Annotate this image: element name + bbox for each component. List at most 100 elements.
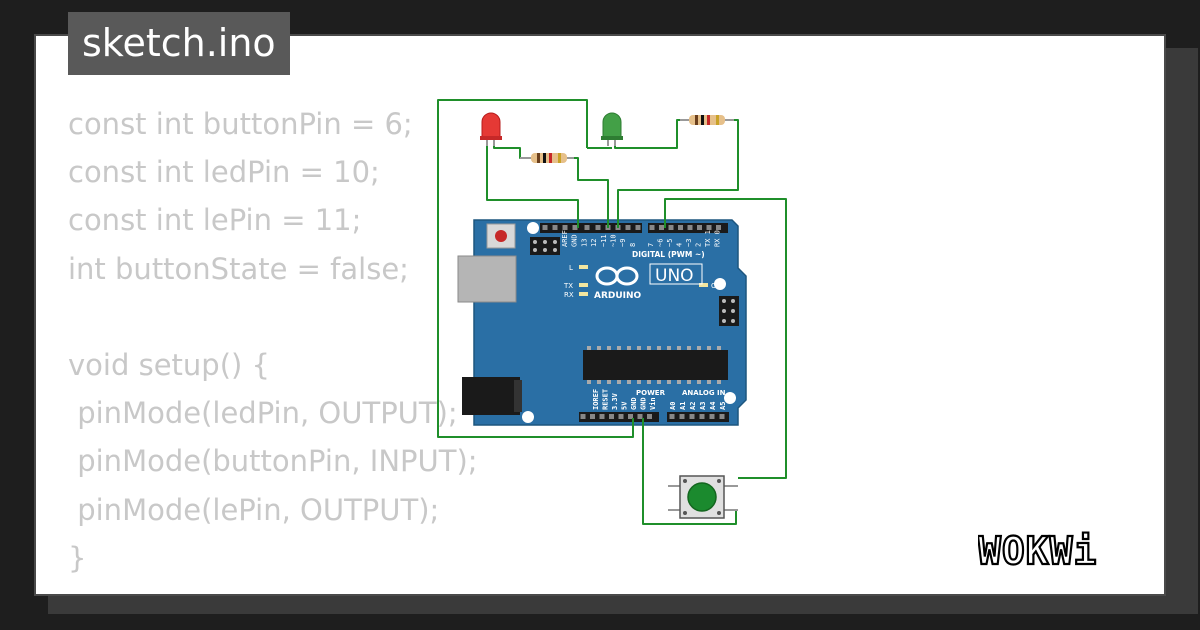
resistor-1[interactable]	[520, 153, 574, 163]
header-pin[interactable]	[678, 225, 683, 230]
svg-text:RX: RX	[564, 291, 574, 299]
header-pin[interactable]	[668, 225, 674, 230]
header-pin[interactable]	[679, 414, 685, 419]
pin-label: ~3	[685, 239, 693, 247]
bottom-pins[interactable]	[580, 414, 725, 419]
pin-label: GND	[630, 397, 638, 410]
header-pin[interactable]	[689, 414, 695, 419]
power-jack-tip	[514, 380, 522, 412]
svg-text:L: L	[569, 264, 573, 272]
header-pin[interactable]	[659, 225, 664, 230]
header-pin[interactable]	[618, 414, 624, 419]
digital-pins[interactable]	[542, 225, 722, 230]
reset-button-cap	[495, 230, 507, 242]
pin-label: Vin	[649, 397, 657, 410]
resistor-2[interactable]	[680, 115, 734, 125]
header-pin[interactable]	[687, 225, 693, 230]
mount-hole	[724, 392, 736, 404]
header-pin[interactable]	[552, 225, 558, 230]
pin-label: A4	[709, 402, 717, 410]
wire	[614, 119, 684, 149]
pin-label: 7	[647, 243, 655, 247]
header-pin[interactable]	[635, 225, 641, 230]
pin-label: ~6	[657, 239, 665, 247]
header-pin[interactable]	[590, 414, 595, 419]
pin-label: 8	[629, 243, 637, 247]
pin-label: GND	[640, 397, 648, 410]
arduino-logo-icon	[595, 266, 639, 286]
pin-label: 4	[676, 243, 684, 247]
pin-label: A1	[679, 402, 687, 410]
code-line: int buttonState = false;	[68, 251, 409, 286]
wire	[664, 198, 787, 479]
pushbutton[interactable]	[668, 475, 738, 519]
mount-hole	[527, 222, 539, 234]
file-tab[interactable]: sketch.ino	[68, 12, 290, 75]
led-red[interactable]	[480, 112, 502, 146]
header-pin[interactable]	[649, 225, 655, 230]
header-pin[interactable]	[706, 225, 712, 230]
code-line: void setup() {	[68, 347, 270, 382]
header-pin[interactable]	[584, 225, 590, 230]
wire	[437, 99, 634, 438]
status-leds: L TX RX ON	[563, 264, 722, 299]
pin-label: IOREF	[592, 389, 600, 410]
microcontroller-chip	[583, 350, 728, 380]
header-pin[interactable]	[699, 414, 705, 419]
header-pin[interactable]	[647, 414, 652, 419]
header-pin[interactable]	[697, 225, 702, 230]
wire	[569, 157, 609, 228]
wokwi-logo: WOKWi	[978, 528, 1097, 574]
pin-label: ~10	[610, 234, 618, 247]
digital-label: DIGITAL (PWM ~)	[632, 250, 705, 259]
pin-label: 13	[580, 239, 588, 247]
header-pin[interactable]	[628, 414, 633, 419]
header-pin[interactable]	[637, 414, 643, 419]
model-label: UNO	[655, 266, 694, 286]
header-pin[interactable]	[599, 414, 605, 419]
digital-header-left	[540, 223, 642, 233]
code-editor: const int buttonPin = 6; const int ledPin…	[68, 100, 478, 582]
brand-label: ARDUINO	[594, 291, 642, 301]
header-pin[interactable]	[572, 225, 578, 230]
header-pin[interactable]	[709, 414, 715, 419]
led-green[interactable]	[601, 112, 623, 146]
code-line: }	[68, 540, 87, 575]
code-line: const int lePin = 11;	[68, 203, 362, 238]
header-pin[interactable]	[562, 225, 568, 230]
pin-label: AREF	[561, 230, 569, 247]
pin-label: 3.3V	[611, 392, 619, 410]
pin-label: ~5	[666, 239, 674, 247]
pin-label: RESET	[602, 389, 610, 410]
pin-label: ~9	[619, 239, 627, 247]
pin-label: TX 1	[704, 230, 712, 247]
wire	[486, 140, 579, 228]
pin-label: 12	[590, 239, 598, 247]
code-line: pinMode(ledPin, OUTPUT);	[68, 396, 458, 431]
pin-label: 2	[695, 243, 703, 247]
wire	[642, 418, 737, 525]
header-pin[interactable]	[719, 414, 725, 419]
pin-label: A3	[699, 402, 707, 410]
code-line: const int ledPin = 10;	[68, 155, 380, 190]
pin-label: A5	[719, 402, 727, 410]
header-pin[interactable]	[542, 225, 548, 230]
power-jack	[462, 377, 520, 415]
wokwi-logo-text: WOKWi	[978, 529, 1097, 573]
code-line: const int buttonPin = 6;	[68, 107, 413, 141]
header-pin[interactable]	[716, 225, 721, 230]
header-pin[interactable]	[595, 225, 601, 230]
header-pin[interactable]	[625, 225, 631, 230]
pushbutton-cap[interactable]	[687, 482, 717, 512]
icsp-header-2	[719, 296, 739, 326]
svg-text:TX: TX	[563, 282, 573, 290]
header-pin[interactable]	[609, 414, 614, 419]
chip-pins	[587, 346, 721, 384]
header-pin[interactable]	[580, 414, 586, 419]
usb-port	[457, 255, 517, 303]
header-pin[interactable]	[669, 414, 675, 419]
pin-label: ~11	[600, 234, 608, 247]
